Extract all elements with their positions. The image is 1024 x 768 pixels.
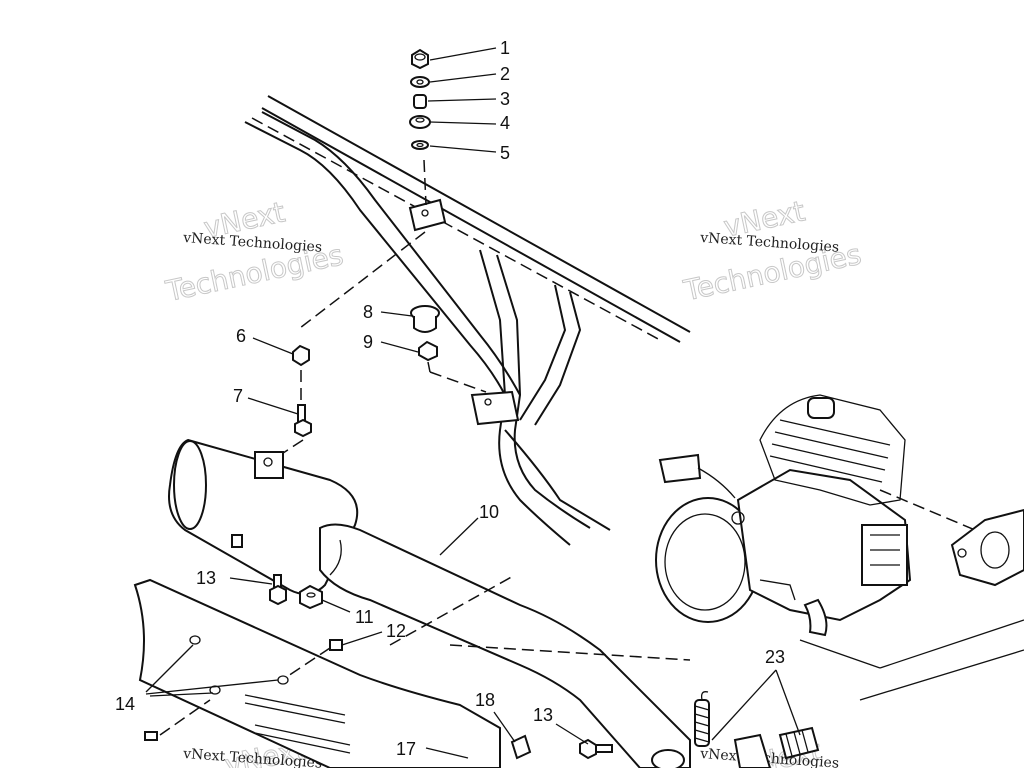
part-8-bumper: [410, 305, 440, 333]
part-2-washer: [410, 76, 430, 88]
engine-assembly: [655, 394, 976, 669]
leaders-1-5: [427, 47, 497, 153]
leader-10: [439, 517, 479, 556]
leader-11: [321, 599, 351, 613]
centerline-6: [299, 231, 426, 329]
callout-23: 23: [765, 647, 785, 667]
part-13-bolt-lower: [579, 738, 613, 760]
part-14-screw: [144, 699, 211, 741]
part-23-spring-right: [778, 726, 820, 760]
callout-2: 2: [500, 64, 510, 84]
callout-1: 1: [500, 38, 510, 58]
heat-shield: [133, 578, 501, 768]
part-3-spacer: [413, 94, 427, 109]
leaders-23: [711, 669, 801, 741]
frame-lower-bracket: [470, 390, 520, 426]
exhaust-flange: [950, 508, 1024, 587]
part-23-spring-left: [694, 691, 710, 747]
leader-17: [425, 747, 469, 759]
stack-centerline: [423, 159, 427, 206]
callout-13-lower: 13: [533, 705, 553, 725]
frame-tubes: [244, 95, 691, 546]
part-1-nut: [411, 48, 429, 70]
part-6-nut: [292, 344, 310, 367]
leader-12: [341, 631, 383, 646]
callout-17: 17: [396, 739, 416, 759]
callout-3: 3: [500, 89, 510, 109]
callout-13-upper: 13: [196, 568, 216, 588]
callout-12: 12: [386, 621, 406, 641]
part-10-muffler: [168, 438, 691, 768]
part-4-grommet: [409, 115, 431, 129]
callout-labels: 1 2 3 4 5 6 7 8 9 10 11 12 13 13 14 17 1…: [115, 38, 785, 759]
callout-5: 5: [500, 143, 510, 163]
centerline-9b: [429, 371, 487, 393]
callout-6: 6: [236, 326, 246, 346]
callout-14: 14: [115, 694, 135, 714]
part-7-bolt: [294, 404, 312, 438]
part-5-washer: [411, 140, 429, 150]
leader-13b: [555, 723, 589, 745]
part-9-nut: [418, 340, 438, 362]
tailpipe-end: [651, 733, 772, 768]
callout-9: 9: [363, 332, 373, 352]
chassis-edge-right-2: [859, 649, 1024, 701]
part-12-clip: [329, 639, 343, 651]
leaders-6-9: [247, 311, 419, 415]
callout-11: 11: [355, 607, 374, 627]
callout-7: 7: [233, 386, 243, 406]
centerline-9: [427, 361, 431, 373]
part-18-bracket: [510, 734, 532, 760]
callout-8: 8: [363, 302, 373, 322]
leaders-14: [145, 644, 279, 697]
leader-18: [493, 711, 516, 743]
part-11-nut: [299, 584, 323, 610]
frame-upper-bracket: [408, 198, 447, 232]
callout-18: 18: [475, 690, 495, 710]
leader-13a: [229, 577, 273, 585]
centerline-12: [284, 647, 331, 679]
part-13-bolt-upper: [269, 574, 287, 606]
chassis-edge-right: [879, 619, 1024, 669]
callout-4: 4: [500, 113, 510, 133]
callout-10: 10: [479, 502, 499, 522]
